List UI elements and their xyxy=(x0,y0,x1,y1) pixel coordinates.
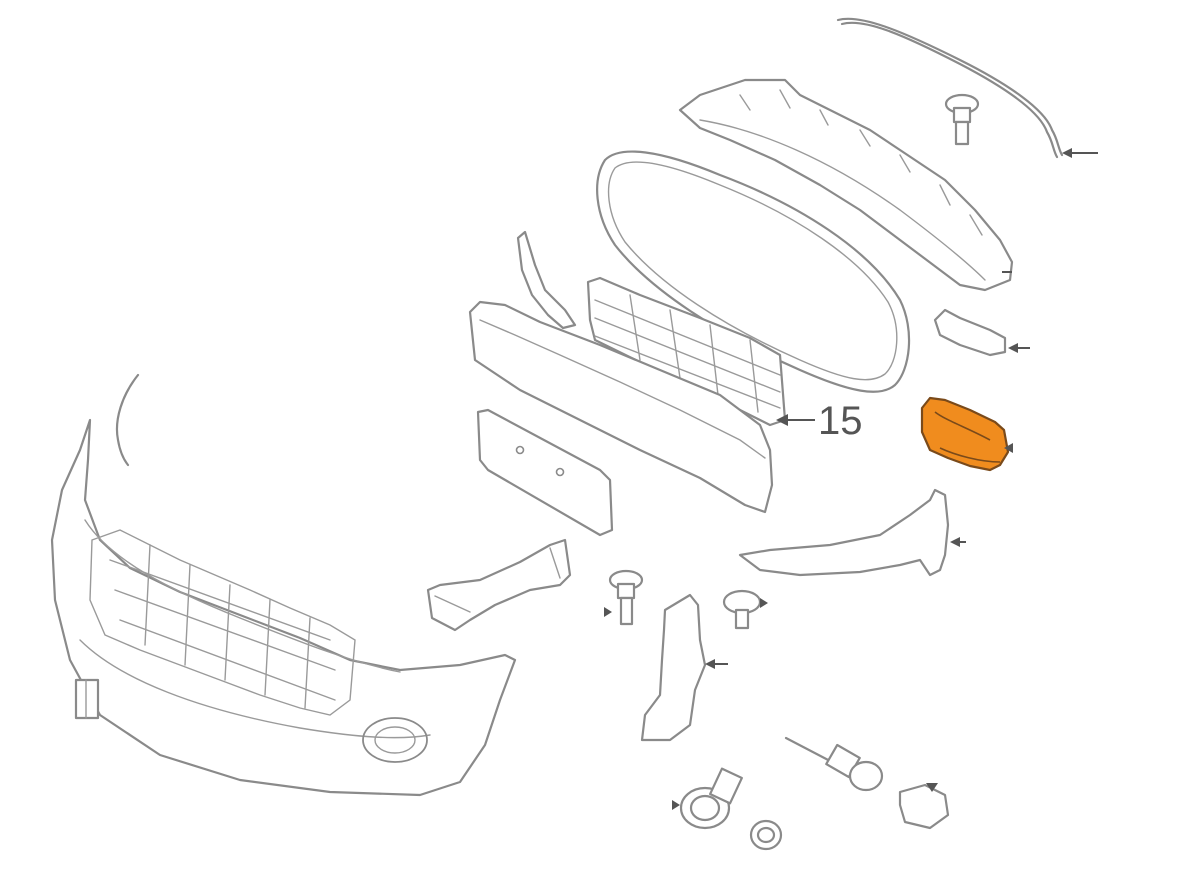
upper-trim-strip xyxy=(836,17,1098,159)
air-duct xyxy=(426,538,572,632)
callout-number: 15 xyxy=(818,399,863,443)
sensor-ring xyxy=(749,819,783,851)
bracket-right xyxy=(933,308,1030,357)
arc-strip xyxy=(115,373,140,467)
highlighted-part[interactable] xyxy=(920,396,1013,472)
temperature-sensor xyxy=(784,736,884,792)
grille-carrier xyxy=(678,78,1014,292)
lower-side-trim xyxy=(738,488,966,577)
bumper-bar xyxy=(468,300,774,514)
small-clip-bottom-left xyxy=(74,678,100,720)
license-plate-bracket xyxy=(476,408,614,537)
screw-top xyxy=(944,93,980,146)
screw-middle xyxy=(604,569,644,626)
lower-grille-mesh xyxy=(586,276,787,427)
bumper-cover xyxy=(50,418,517,797)
callout-15: 15 xyxy=(776,399,863,443)
parking-sensor xyxy=(672,767,743,830)
connector xyxy=(898,783,950,830)
vertical-bracket xyxy=(640,593,728,742)
clip-upper-left xyxy=(516,230,577,330)
grille-surround xyxy=(596,150,1012,393)
clip-nut xyxy=(722,589,768,630)
